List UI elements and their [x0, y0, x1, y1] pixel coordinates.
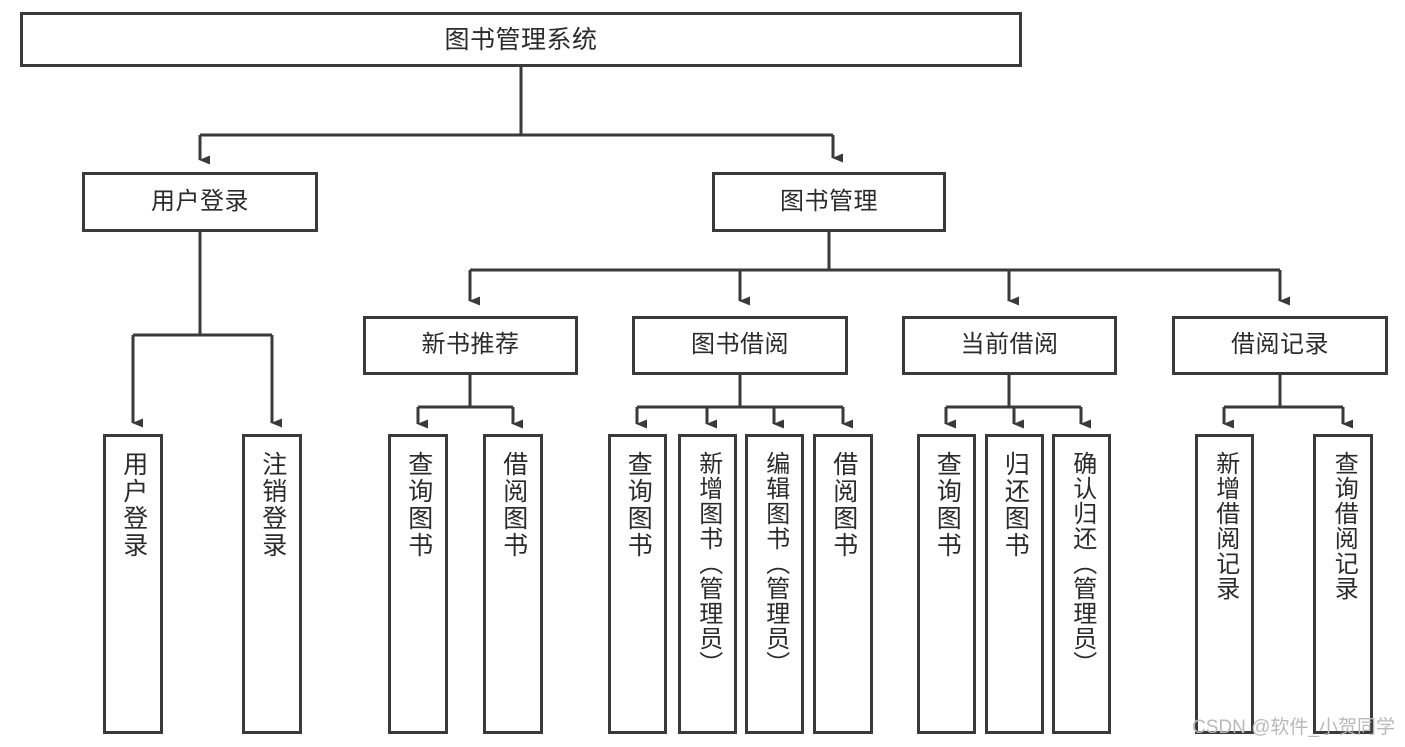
node-label: 新书推荐	[421, 331, 520, 359]
node-book-borrow[interactable]: 图书借阅	[632, 316, 848, 375]
node-label: 查询借阅记录	[1330, 451, 1358, 601]
node-user-login[interactable]: 用户登录	[82, 172, 318, 232]
node-label: 当前借阅	[960, 331, 1059, 359]
node-label: 编辑图书（管理员）	[761, 451, 789, 676]
node-book-management[interactable]: 图书管理	[712, 172, 946, 232]
node-label: 借阅图书	[829, 451, 858, 559]
node-label: 归还图书	[1001, 451, 1030, 559]
node-current-borrow[interactable]: 当前借阅	[902, 316, 1117, 375]
node-label: 图书管理	[780, 187, 878, 215]
leaf-return-book[interactable]: 归还图书	[985, 434, 1044, 734]
node-label: 借阅图书	[499, 451, 528, 559]
leaf-user-login[interactable]: 用户登录	[103, 434, 163, 734]
leaf-query-book-3[interactable]: 查询图书	[917, 434, 976, 734]
node-label: 借阅记录	[1231, 331, 1329, 359]
leaf-query-book-1[interactable]: 查询图书	[388, 434, 448, 734]
node-label: 新增借阅记录	[1211, 451, 1239, 601]
node-borrow-record[interactable]: 借阅记录	[1172, 316, 1388, 375]
leaf-query-borrow-record[interactable]: 查询借阅记录	[1313, 434, 1373, 734]
node-label: 查询图书	[624, 451, 653, 559]
node-label: 查询图书	[933, 451, 962, 559]
leaf-add-borrow-record[interactable]: 新增借阅记录	[1195, 434, 1254, 734]
node-label: 用户登录	[119, 451, 148, 559]
node-label: 确认归还（管理员）	[1068, 451, 1096, 676]
node-new-book-recommendation[interactable]: 新书推荐	[363, 316, 578, 375]
node-label: 图书借阅	[691, 331, 789, 359]
leaf-borrow-book-2[interactable]: 借阅图书	[813, 434, 873, 734]
node-label: 查询图书	[404, 451, 433, 559]
leaf-borrow-book-1[interactable]: 借阅图书	[483, 434, 543, 734]
node-label: 图书管理系统	[444, 25, 598, 54]
leaf-edit-book-admin[interactable]: 编辑图书（管理员）	[745, 434, 804, 734]
leaf-query-book-2[interactable]: 查询图书	[608, 434, 667, 734]
node-label: 用户登录	[151, 187, 249, 215]
leaf-add-book-admin[interactable]: 新增图书（管理员）	[678, 434, 737, 734]
node-label: 注销登录	[258, 451, 287, 559]
node-label: 新增图书（管理员）	[694, 451, 722, 676]
leaf-confirm-return-admin[interactable]: 确认归还（管理员）	[1052, 434, 1111, 734]
leaf-logout-login[interactable]: 注销登录	[242, 434, 302, 734]
node-root-system[interactable]: 图书管理系统	[20, 12, 1022, 67]
